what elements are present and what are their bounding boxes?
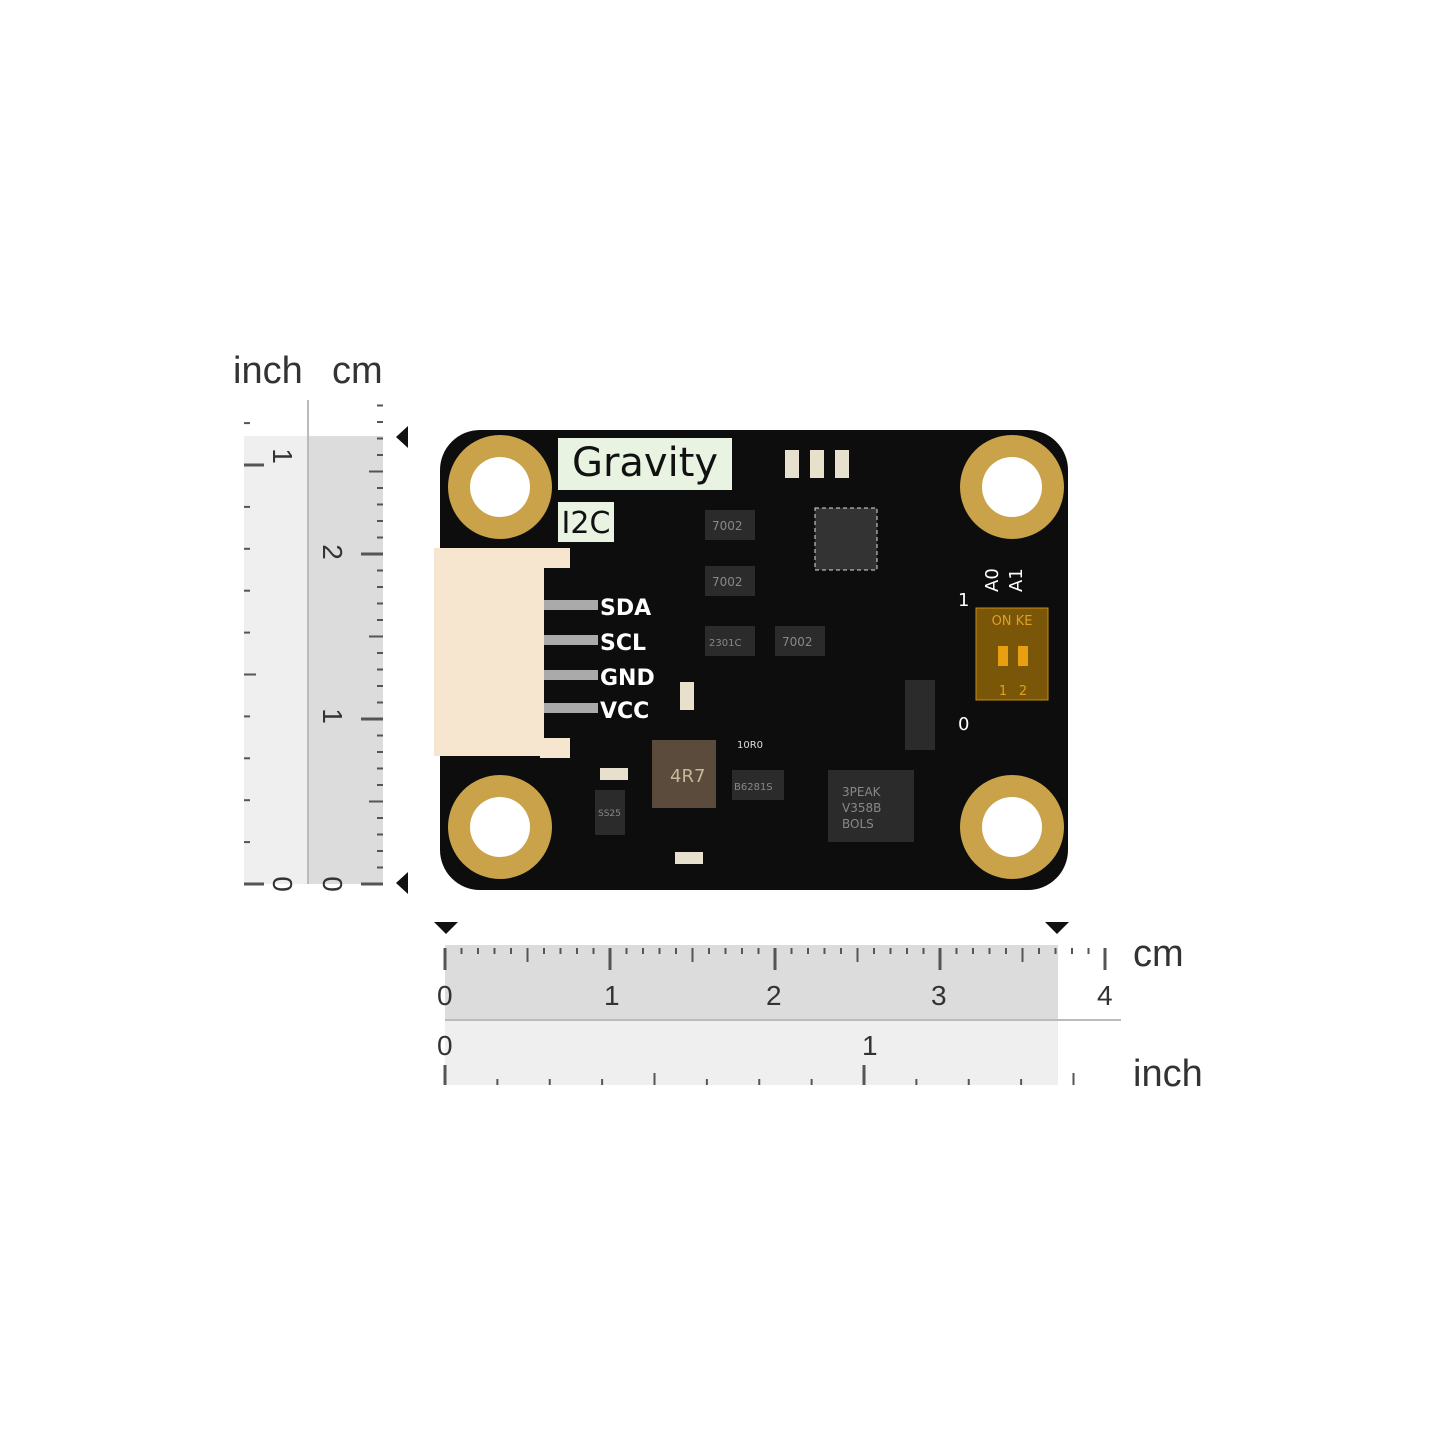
mounting-holes [448, 435, 1064, 879]
opamp-line2: V358B [842, 801, 881, 815]
horizontal-ticks [443, 948, 1107, 1085]
brand-label: Gravity [572, 440, 718, 486]
switch-num-2: 2 [1019, 684, 1027, 699]
switch-num-1: 1 [999, 684, 1007, 699]
addr-a1: A1 [1006, 568, 1027, 592]
pin-scl: SCL [600, 631, 646, 656]
level-low: 0 [958, 714, 969, 735]
chip-7002-a: 7002 [712, 519, 743, 533]
switch-1-knob [998, 646, 1008, 666]
h-cm-tick-3: 3 [931, 980, 947, 1011]
arrow-top-icon [396, 426, 408, 448]
pin-sda: SDA [600, 596, 651, 621]
v-cm-tick-2: 2 [316, 544, 348, 560]
addr-a0: A0 [982, 568, 1003, 592]
vertical-inch-label: inch [233, 350, 303, 392]
vertical-ticks [244, 404, 383, 886]
inch-scale-band [244, 436, 308, 884]
h-cm-tick-4: 4 [1097, 980, 1113, 1011]
arrow-left-icon [434, 922, 458, 934]
inductor-marking: 4R7 [670, 766, 705, 787]
v-inch-tick-0: 0 [266, 876, 298, 892]
i2c-label-bg [558, 502, 614, 542]
i2c-label: I2C [562, 506, 611, 541]
v-cm-tick-1: 1 [316, 708, 348, 724]
v-inch-tick-1: 1 [266, 448, 298, 464]
horizontal-arrows [434, 922, 1069, 934]
opamp-line3: BOLS [842, 817, 874, 831]
dip-top-text: ON KE [992, 614, 1033, 629]
h-cm-tick-0: 0 [437, 980, 453, 1011]
arrow-bottom-icon [396, 872, 408, 894]
chip-2301c: 2301C [709, 638, 741, 649]
chip-7002-b: 7002 [712, 575, 743, 589]
opamp-line1: 3PEAK [842, 785, 882, 799]
pin-gnd: GND [600, 666, 655, 691]
h-inch-band [445, 1021, 1058, 1085]
inductor [652, 740, 716, 808]
cm-scale-band [308, 436, 383, 884]
h-cm-tick-1: 1 [604, 980, 620, 1011]
diode-marking: SS25 [598, 809, 621, 819]
h-inch-tick-1: 1 [862, 1030, 878, 1061]
h-ruler-divider [445, 1019, 1121, 1021]
chip-7002-c: 7002 [782, 635, 813, 649]
components [595, 507, 935, 842]
h-inch-label: inch [1133, 1053, 1203, 1095]
h-cm-label: cm [1133, 933, 1184, 975]
vertical-arrows [396, 426, 408, 894]
ruler-divider [307, 400, 309, 884]
h-cm-band [445, 945, 1058, 1020]
level-high: 1 [958, 590, 969, 611]
h-inch-tick-0: 0 [437, 1030, 453, 1061]
opamp-chip [828, 770, 914, 842]
connector-housing [434, 548, 544, 756]
brand-label-bg [558, 438, 732, 490]
regulator-marking: B6281S [734, 782, 773, 793]
arrow-right-icon [1045, 922, 1069, 934]
dip-switch[interactable] [975, 607, 1049, 701]
h-cm-tick-2: 2 [766, 980, 782, 1011]
sense-resistor: 10R0 [737, 740, 763, 751]
switch-2-knob [1018, 646, 1028, 666]
sensor-board: Gravity I2C SDA SCL GND VCC 7002 7002 23… [434, 430, 1068, 890]
connector-pins [544, 600, 598, 713]
vertical-cm-label: cm [332, 350, 383, 392]
pin-vcc: VCC [600, 699, 649, 724]
v-cm-tick-0: 0 [316, 876, 348, 892]
